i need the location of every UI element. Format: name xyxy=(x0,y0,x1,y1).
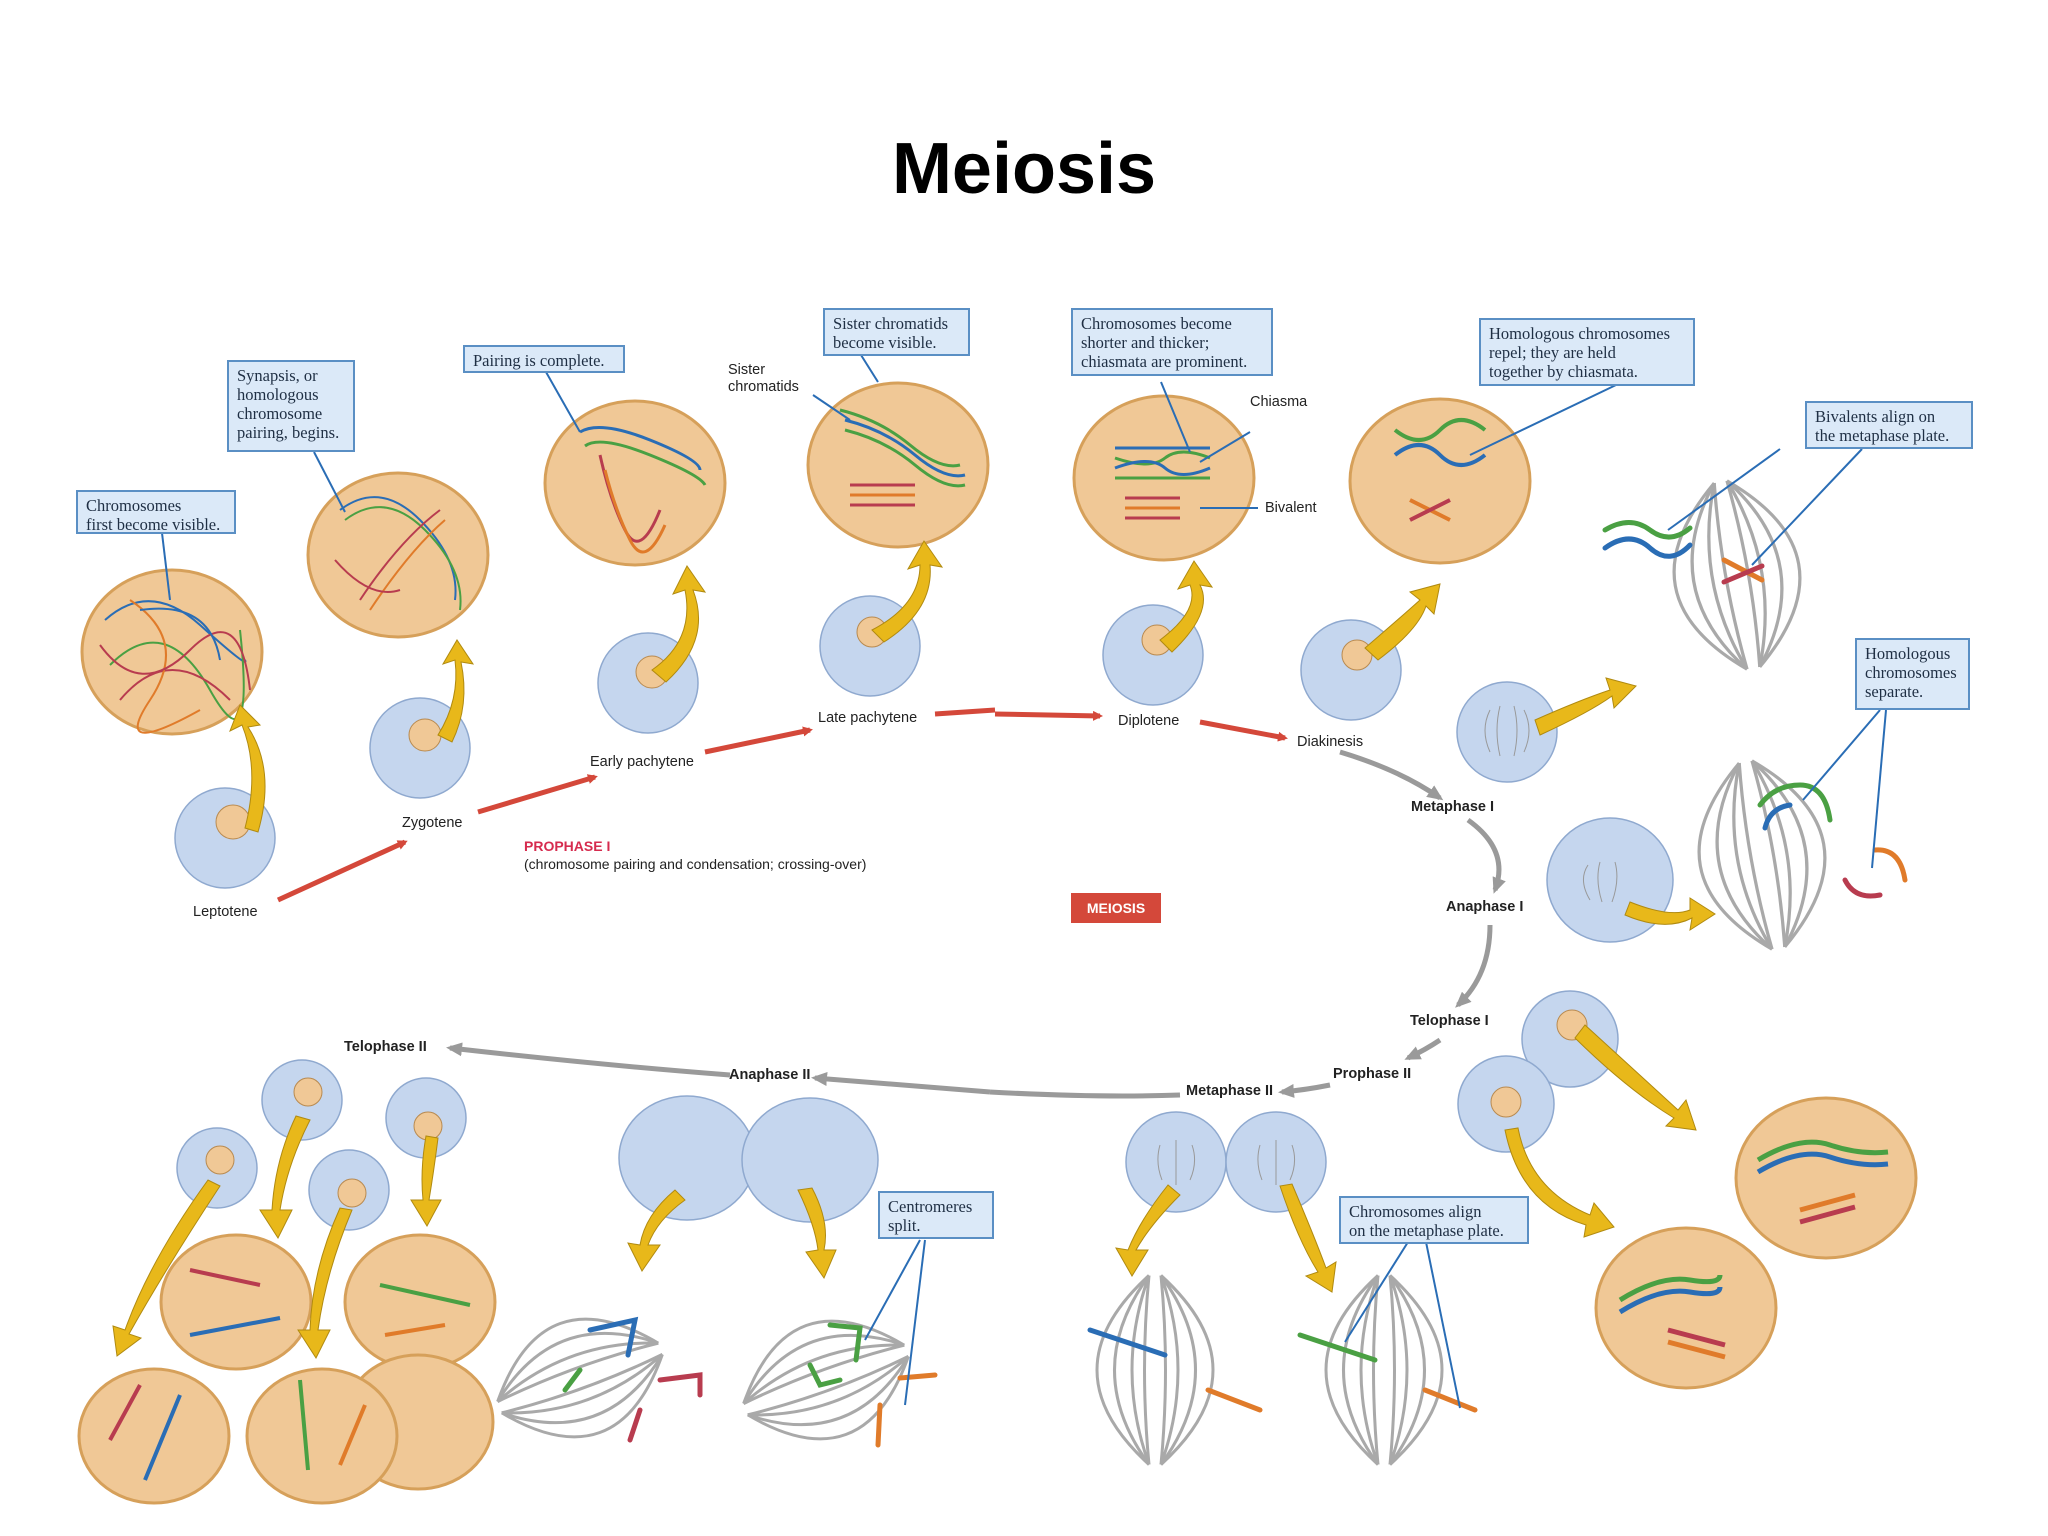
stage-telophase2: Telophase II xyxy=(344,1039,427,1055)
callout-early-pachytene: Pairing is complete. xyxy=(463,345,625,373)
callout-diplotene: Chromosomes become shorter and thicker; … xyxy=(1071,308,1273,376)
spindle-metaphase2-right xyxy=(1324,1273,1444,1467)
telophase2-small-cells xyxy=(176,1059,467,1231)
spindle-metaphase2-left xyxy=(1095,1273,1215,1467)
chromosome-diplotene xyxy=(1114,446,1211,520)
chromosome-leptotene xyxy=(99,599,251,734)
stage-telophase1: Telophase I xyxy=(1410,1013,1489,1029)
callout-late-pachytene: Sister chromatids become visible. xyxy=(823,308,970,356)
gray-arrows xyxy=(446,749,1506,1099)
stage-diplotene: Diplotene xyxy=(1118,713,1180,729)
chromosome-telophase1 xyxy=(1618,1139,1889,1360)
prophase-arrows xyxy=(276,707,1288,903)
stage-metaphase1: Metaphase I xyxy=(1411,799,1494,815)
small-cells xyxy=(174,595,1674,943)
stage-zygotene: Zygotene xyxy=(402,815,463,831)
label-sister-chromatids: Sister chromatids xyxy=(728,362,799,395)
callout-anaphase1: Homologous chromosomes separate. xyxy=(1855,638,1970,710)
prophase2-cells xyxy=(1457,990,1619,1153)
callout-diakinesis: Homologous chromosomes repel; they are h… xyxy=(1479,318,1695,386)
prophase-title: PROPHASE I xyxy=(524,838,611,854)
meiosis-badge: MEIOSIS xyxy=(1071,893,1161,923)
stage-anaphase1: Anaphase I xyxy=(1446,899,1524,915)
chromosome-diakinesis xyxy=(1393,418,1487,522)
stage-early-pachytene: Early pachytene xyxy=(590,754,694,770)
chromosome-early-pachytene xyxy=(579,426,707,554)
chromosome-telophase2 xyxy=(108,1268,471,1481)
spindle-anaphase2-right xyxy=(724,1294,928,1466)
stage-anaphase2: Anaphase II xyxy=(729,1067,811,1083)
spindle-anaphase2-left xyxy=(478,1292,682,1464)
stage-prophase2: Prophase II xyxy=(1333,1066,1412,1082)
chromosome-zygotene xyxy=(334,496,462,611)
chromosome-late-pachytene xyxy=(839,408,966,507)
stage-late-pachytene: Late pachytene xyxy=(818,710,918,726)
yellow-arrows xyxy=(112,540,1716,1360)
callout-anaphase2: Centromeres split. xyxy=(878,1191,994,1239)
stage-leptotene: Leptotene xyxy=(193,904,258,920)
callout-metaphase2: Chromosomes align on the metaphase plate… xyxy=(1339,1196,1529,1244)
label-bivalent: Bivalent xyxy=(1265,500,1317,516)
large-nuclei xyxy=(77,381,1918,1505)
chromosome-spindles xyxy=(562,520,1908,1448)
stage-metaphase2: Metaphase II xyxy=(1186,1083,1274,1099)
prophase-subtitle: (chromosome pairing and condensation; cr… xyxy=(524,856,867,872)
spindle-anaphase1 xyxy=(1682,749,1842,961)
stage-diakinesis: Diakinesis xyxy=(1297,734,1364,750)
callout-metaphase1: Bivalents align on the metaphase plate. xyxy=(1805,401,1973,449)
callout-lines xyxy=(161,354,1887,1409)
page-title: Meiosis xyxy=(891,129,1157,209)
callout-leptotene: Chromosomes first become visible. xyxy=(76,490,236,534)
callout-zygotene: Synapsis, or homologous chromosome pairi… xyxy=(227,360,355,452)
division2-small-cells xyxy=(618,1095,1327,1223)
label-chiasma: Chiasma xyxy=(1250,394,1308,410)
